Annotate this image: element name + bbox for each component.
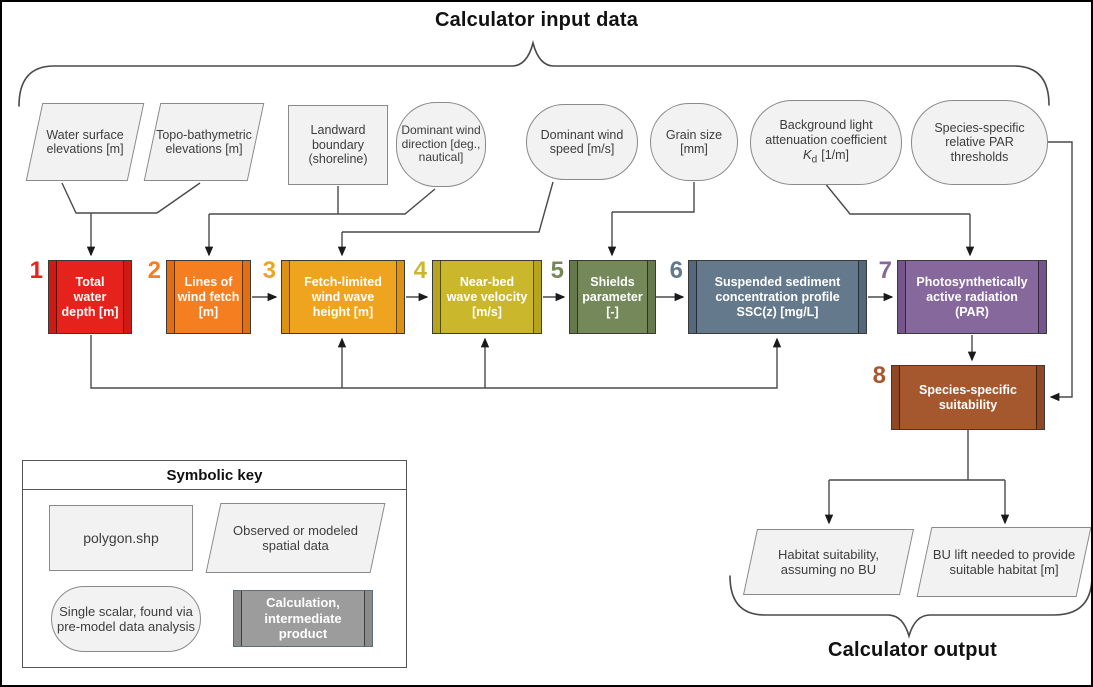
key-item-polygon-shp: polygon.shp <box>49 505 193 571</box>
input-dominant-wind-speed: Dominant wind speed [m/s] <box>526 104 638 180</box>
input-water-surface-elevations: Water surface elevations [m] <box>25 103 145 181</box>
process-number-1: 1 <box>29 257 43 284</box>
input-section-title: Calculator input data <box>434 9 639 31</box>
input-topo-bathymetric-elevations: Topo-bathymetric elevations [m] <box>143 103 265 181</box>
input-background-light-attenuation: Background light attenuation coefficient… <box>750 100 902 185</box>
output-section-title: Calculator output <box>828 639 997 661</box>
output-bu-lift-needed: BU lift needed to provide suitable habit… <box>916 527 1091 597</box>
process-box-fetch-limited-wave-height: 3 Fetch-limited wind wave height [m] <box>263 257 405 334</box>
process-number-5: 5 <box>550 257 564 284</box>
key-item-single-scalar: Single scalar, found via pre-model data … <box>51 586 201 652</box>
process-number-8: 8 <box>872 362 886 389</box>
process-number-4: 4 <box>413 257 427 284</box>
output-habitat-suitability: Habitat suitability, assuming no BU <box>742 529 915 595</box>
process-box-near-bed-wave-velocity: 4 Near-bed wave velocity [m/s] <box>414 257 542 334</box>
process-box-lines-of-wind-fetch: 2 Lines of wind fetch [m] <box>148 257 251 334</box>
process-box-photosynthetically-active-radiation: 7 Photosynthetically active radiation (P… <box>879 257 1047 334</box>
input-species-par-thresholds: Species-specific relative PAR thresholds <box>911 100 1048 185</box>
process-number-2: 2 <box>147 257 161 284</box>
key-item-spatial-data: Observed or modeled spatial data <box>205 503 386 573</box>
attenuation-label: Background light attenuation coefficient <box>765 118 887 147</box>
process-box-total-water-depth: 1 Total water depth [m] <box>30 257 132 334</box>
symbolic-key-title: Symbolic key <box>23 461 406 490</box>
process-box-shields-parameter: 5 Shields parameter [-] <box>551 257 656 334</box>
process-number-7: 7 <box>878 257 892 284</box>
symbolic-key-panel: Symbolic key polygon.shp Observed or mod… <box>22 460 407 668</box>
process-box-suspended-sediment-profile: 6 Suspended sediment concentration profi… <box>670 257 867 334</box>
input-landward-boundary: Landward boundary (shoreline) <box>288 105 388 185</box>
input-grain-size: Grain size [mm] <box>650 103 738 181</box>
process-number-3: 3 <box>262 257 276 284</box>
input-dominant-wind-direction: Dominant wind direction [deg., nautical] <box>396 102 486 187</box>
process-box-species-specific-suitability: 8 Species-specific suitability <box>873 362 1045 430</box>
kd-formula: Kd[1/m] <box>802 147 850 166</box>
key-item-calculation-product: Calculation, intermediate product <box>233 590 373 647</box>
process-number-6: 6 <box>669 257 683 284</box>
input-brace <box>18 39 1050 107</box>
